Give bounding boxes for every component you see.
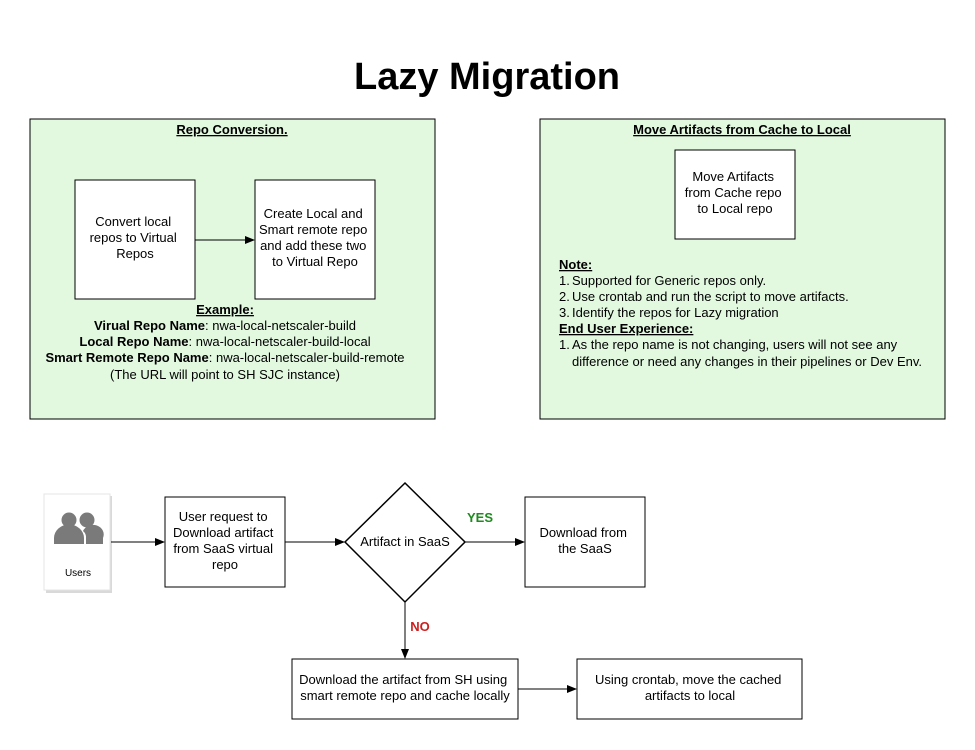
download-from-sh-box xyxy=(291,658,519,720)
move-artifacts-box xyxy=(674,149,796,240)
local-repo-name-line: Local Repo Name: nwa-local-netscaler-bui… xyxy=(79,334,370,349)
repo-conversion-panel: Repo Conversion. Convert local repos to … xyxy=(29,118,436,420)
download-from-saas-text: Download from the SaaS xyxy=(539,525,630,556)
no-label: NO xyxy=(410,619,430,634)
move-artifacts-heading: Move Artifacts from Cache to Local xyxy=(633,122,851,137)
note-2-text: Use crontab and run the script to move a… xyxy=(572,289,849,304)
url-note: (The URL will point to SH SJC instance) xyxy=(110,367,340,382)
decision-label: Artifact in SaaS xyxy=(360,534,450,549)
note-1-text: Supported for Generic repos only. xyxy=(572,273,766,288)
note-3-text: Identify the repos for Lazy migration xyxy=(572,305,779,320)
user-request-box xyxy=(164,496,286,588)
user-request-text: User request to Download artifact from S… xyxy=(173,509,277,572)
move-artifacts-box-text: Move Artifacts from Cache repo to Local … xyxy=(685,169,785,216)
note-2-number: 2. xyxy=(559,289,570,304)
create-local-smart-remote-box xyxy=(254,179,376,300)
smart-remote-repo-name-line: Smart Remote Repo Name: nwa-local-netsca… xyxy=(45,350,404,365)
virtual-repo-name-line: Virual Repo Name: nwa-local-netscaler-bu… xyxy=(94,318,356,333)
users-node: Users xyxy=(43,493,112,593)
eue-item-line-1: As the repo name is not changing, users … xyxy=(572,337,898,352)
download-flow: Users User request to Download artifact … xyxy=(43,481,803,720)
note-1-number: 1. xyxy=(559,273,570,288)
repo-conversion-heading: Repo Conversion. xyxy=(176,122,287,137)
diagram-title: Lazy Migration xyxy=(354,56,620,98)
example-heading: Example: xyxy=(196,302,254,317)
download-from-saas-box xyxy=(524,496,646,588)
convert-local-repos-text: Convert local repos to Virtual Repos xyxy=(90,214,181,261)
users-label: Users xyxy=(65,568,91,579)
users-icon xyxy=(54,512,104,544)
note-3-number: 3. xyxy=(559,305,570,320)
crontab-move-box xyxy=(576,658,803,720)
end-user-experience-heading: End User Experience: xyxy=(559,321,693,336)
yes-label: YES xyxy=(467,510,493,525)
create-local-smart-remote-text: Create Local and Smart remote repo and a… xyxy=(259,206,371,269)
move-artifacts-panel: Move Artifacts from Cache to Local Move … xyxy=(539,118,946,420)
eue-item-number: 1. xyxy=(559,337,570,352)
download-from-sh-text: Download the artifact from SH using smar… xyxy=(299,672,511,703)
convert-local-repos-box xyxy=(74,179,196,300)
crontab-move-text: Using crontab, move the cached artifacts… xyxy=(595,672,785,703)
eue-item-line-2: difference or need any changes in their … xyxy=(572,354,922,369)
note-heading: Note: xyxy=(559,257,592,272)
